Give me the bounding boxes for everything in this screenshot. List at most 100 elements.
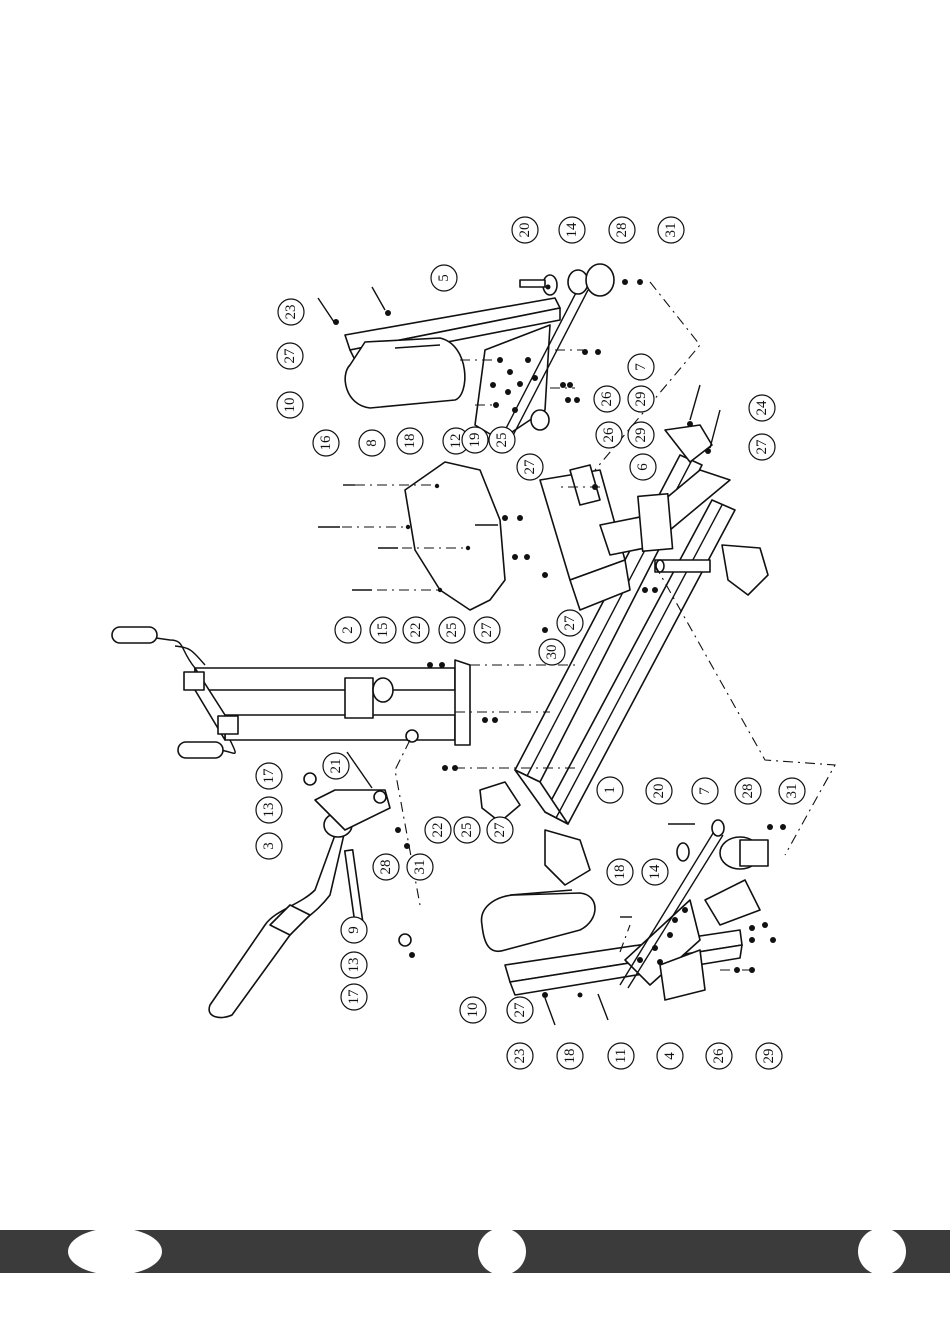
callout-number: 16 [318, 435, 334, 451]
callout-number: 13 [261, 803, 277, 818]
callout-number: 26 [599, 391, 615, 407]
callout-number: 31 [412, 860, 428, 875]
callout-number: 15 [375, 623, 391, 638]
lower-pedal-assembly [482, 820, 768, 1000]
callout-7: 7 [628, 354, 654, 380]
callout-number: 18 [402, 434, 418, 449]
callout-25: 25 [439, 617, 465, 643]
callout-28: 28 [609, 217, 635, 243]
callout-number: 28 [740, 784, 756, 799]
callout-27: 27 [557, 610, 583, 636]
callout-number: 31 [663, 223, 679, 238]
callout-number: 14 [647, 864, 663, 880]
callout-number: 27 [522, 459, 538, 475]
callout-number: 31 [784, 784, 800, 799]
callout-number: 26 [601, 427, 617, 443]
callout-29: 29 [628, 386, 654, 412]
callout-28: 28 [373, 854, 399, 880]
callout-number: 22 [430, 823, 446, 838]
callout-number: 25 [459, 823, 475, 838]
callout-24: 24 [749, 395, 775, 421]
callout-20: 20 [646, 778, 672, 804]
callout-28: 28 [735, 778, 761, 804]
callout-16: 16 [313, 430, 339, 456]
callout-6: 6 [630, 454, 656, 480]
callout-18: 18 [607, 859, 633, 885]
callout-number: 27 [492, 822, 508, 838]
callout-26: 26 [706, 1043, 732, 1069]
callout-31: 31 [407, 854, 433, 880]
front-handle-lever [209, 773, 411, 1018]
callout-9: 9 [341, 917, 367, 943]
callout-number: 23 [283, 305, 299, 320]
callout-number: 27 [754, 439, 770, 455]
footer-page-oval-center [478, 1228, 526, 1275]
callout-3: 3 [256, 833, 282, 859]
callout-number: 3 [261, 842, 277, 850]
footer-page-oval-left [68, 1228, 162, 1275]
callout-number: 14 [564, 222, 580, 238]
callout-2: 2 [335, 617, 361, 643]
callout-22: 22 [425, 817, 451, 843]
callout-19: 19 [462, 427, 488, 453]
base-frame [480, 425, 768, 885]
callout-number: 13 [346, 958, 362, 973]
callout-25: 25 [454, 817, 480, 843]
callout-number: 4 [662, 1052, 678, 1060]
callout-21: 21 [323, 753, 349, 779]
callout-22: 22 [403, 617, 429, 643]
callout-8: 8 [359, 430, 385, 456]
callout-27: 27 [487, 817, 513, 843]
callout-1: 1 [597, 777, 623, 803]
callout-18: 18 [557, 1043, 583, 1069]
callout-number: 26 [711, 1048, 727, 1064]
callout-27: 27 [749, 434, 775, 460]
footer-page-oval-right [858, 1228, 906, 1275]
callout-23: 23 [278, 299, 304, 325]
callout-10: 10 [277, 392, 303, 418]
seat-plate [405, 462, 505, 610]
callout-31: 31 [658, 217, 684, 243]
callout-number: 27 [562, 615, 578, 631]
callout-number: 5 [436, 274, 452, 282]
callout-number: 21 [328, 759, 344, 774]
callout-27: 27 [517, 454, 543, 480]
callout-4: 4 [657, 1043, 683, 1069]
callout-18: 18 [397, 428, 423, 454]
callout-number: 18 [562, 1049, 578, 1064]
callout-27: 27 [474, 617, 500, 643]
callout-number: 17 [261, 768, 277, 784]
callout-number: 17 [346, 989, 362, 1005]
callout-number: 10 [465, 1003, 481, 1018]
callout-23: 23 [507, 1043, 533, 1069]
callout-13: 13 [256, 797, 282, 823]
callout-number: 20 [517, 223, 533, 238]
callout-number: 6 [635, 463, 651, 471]
callout-number: 29 [633, 392, 649, 407]
callout-number: 22 [408, 623, 424, 638]
callout-5: 5 [431, 265, 457, 291]
callout-number: 2 [340, 626, 356, 634]
callout-number: 25 [444, 623, 460, 638]
callout-30: 30 [539, 639, 565, 665]
callout-13: 13 [341, 952, 367, 978]
callout-number: 28 [614, 223, 630, 238]
callout-26: 26 [596, 422, 622, 448]
callout-29: 29 [756, 1043, 782, 1069]
callout-20: 20 [512, 217, 538, 243]
callout-11: 11 [608, 1043, 634, 1069]
callout-number: 19 [467, 433, 483, 448]
callout-17: 17 [256, 763, 282, 789]
callout-17: 17 [341, 984, 367, 1010]
callout-10: 10 [460, 997, 486, 1023]
callout-number: 27 [479, 622, 495, 638]
callout-number: 30 [544, 645, 560, 660]
callout-number: 7 [633, 363, 649, 371]
callout-26: 26 [594, 386, 620, 412]
callout-number: 27 [512, 1002, 528, 1018]
callout-15: 15 [370, 617, 396, 643]
callout-7: 7 [692, 778, 718, 804]
callout-number: 10 [282, 398, 298, 413]
callout-number: 29 [761, 1049, 777, 1064]
callout-number: 11 [613, 1049, 629, 1063]
